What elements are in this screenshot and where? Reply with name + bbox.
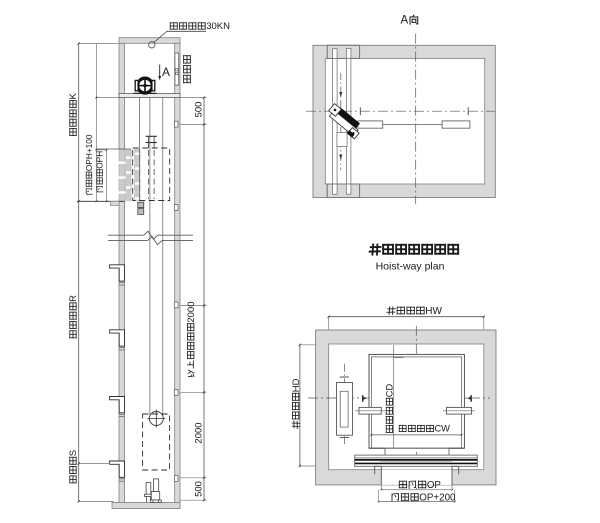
svg-text:500: 500 [194,481,205,497]
svg-text:A: A [401,15,409,27]
svg-text:K: K [68,93,79,100]
svg-text:S: S [68,450,79,456]
svg-text:R: R [68,295,79,302]
svg-text:2000: 2000 [194,422,205,443]
svg-text:OPH+100: OPH+100 [84,134,94,171]
svg-text:CD: CD [385,383,395,397]
svg-text:2000: 2000 [186,301,197,322]
svg-text:Hoist-way plan: Hoist-way plan [376,261,445,273]
svg-text:CW: CW [434,424,450,434]
svg-text:A: A [162,65,170,79]
svg-text:OP: OP [427,480,442,491]
svg-text:HW: HW [425,306,442,317]
svg-text:OP+200: OP+200 [419,492,456,503]
svg-text:OPH: OPH [94,151,104,169]
svg-text:500: 500 [194,102,205,118]
svg-text:HD: HD [291,378,302,392]
svg-text:30KN: 30KN [206,21,230,32]
